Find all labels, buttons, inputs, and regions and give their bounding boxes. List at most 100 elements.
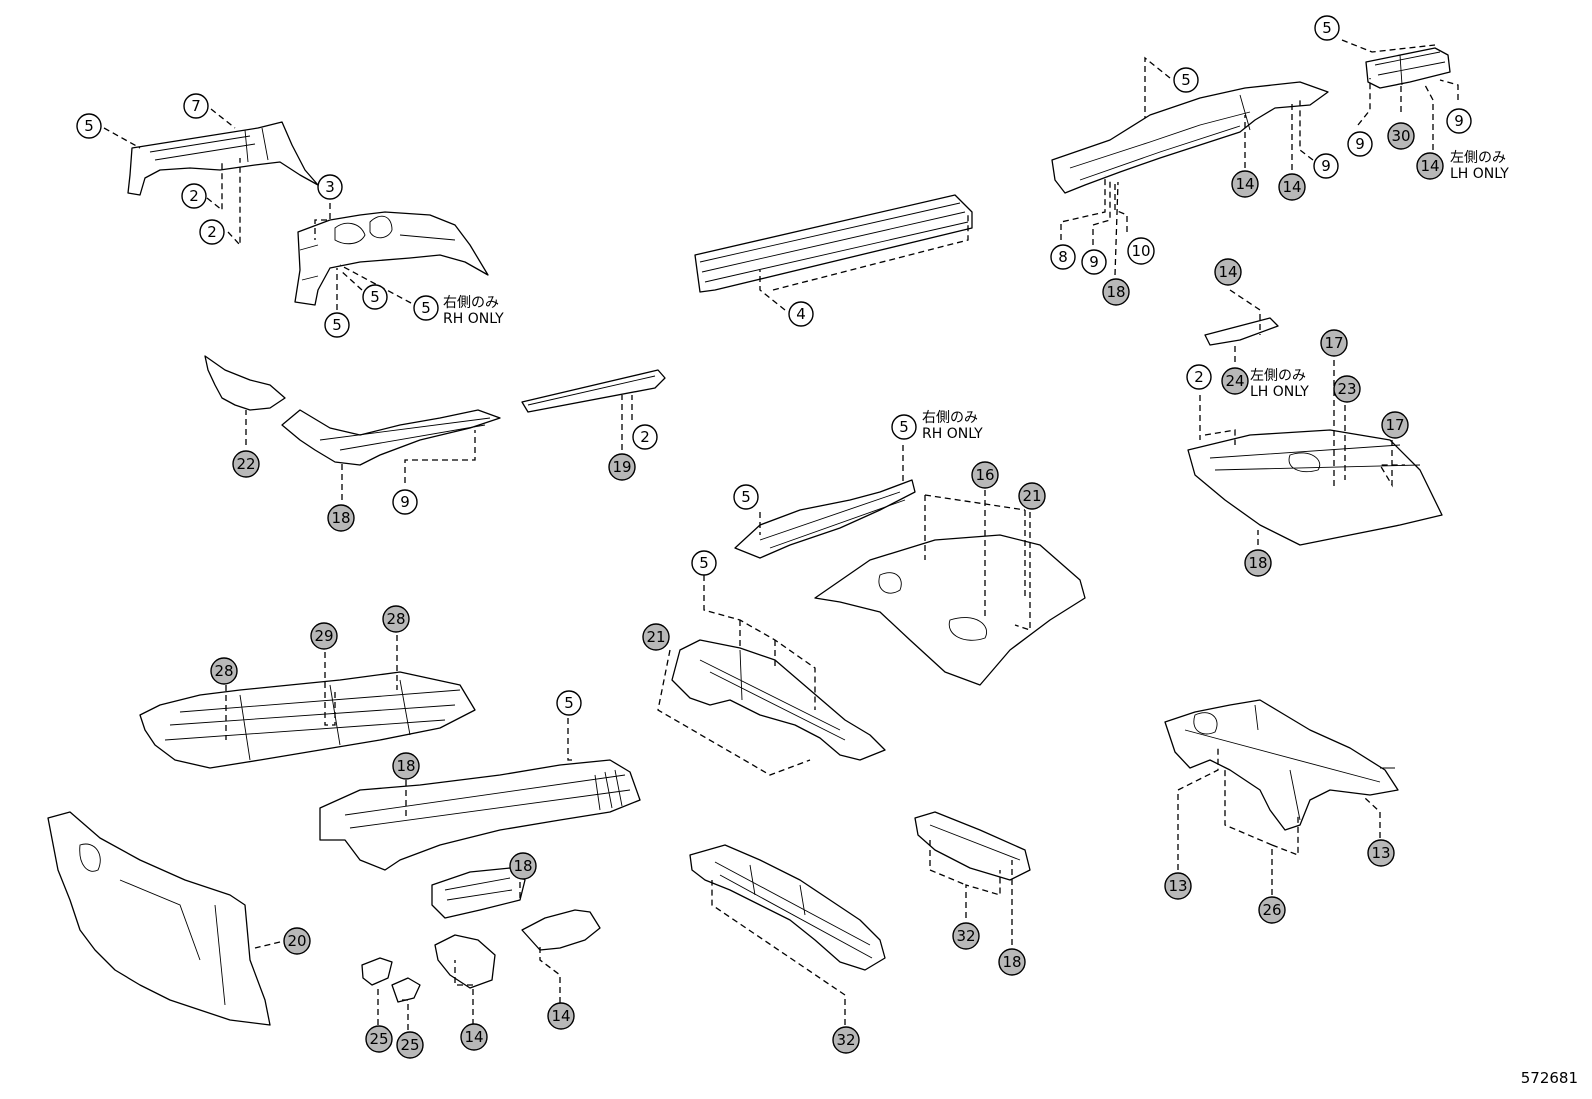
callout-20: 20 [283,927,311,955]
callout-circle [1347,131,1373,157]
part-center-floor-pan [139,671,476,769]
part-cowl-bracket [127,121,319,196]
callout-23: 23 [1333,375,1361,403]
callout-number: 2 [207,223,217,241]
callout-32: 32 [832,1026,860,1054]
callout-circle [1367,839,1395,867]
callout-number: 5 [421,299,431,317]
callout-number: 25 [369,1030,388,1048]
callout-circle [365,1025,393,1053]
callout-number: 20 [287,932,306,950]
callout-circle [556,690,582,716]
callout-number: 18 [513,857,532,875]
callout-number: 32 [956,927,975,945]
callout-14: 14 [460,1023,488,1051]
callout-25: 25 [365,1025,393,1053]
part-bracket-14a [521,909,601,951]
part-sill-extension [521,369,666,413]
callout-9: 9 [392,489,418,515]
callout-21: 21 [642,623,670,651]
callout-17: 17 [1381,411,1409,439]
callout-7: 7 [183,93,209,119]
part-floor-side-panel [204,355,286,411]
callout-number: 17 [1324,334,1343,352]
callout-13: 13 [1367,839,1395,867]
callout-2: 2 [199,219,225,245]
callout-30: 30 [1387,122,1415,150]
callout-2: 2 [632,424,658,450]
callout-3: 3 [317,174,343,200]
callout-circle [1314,15,1340,41]
callout-16: 16 [971,461,999,489]
callout-number: 5 [1181,71,1191,89]
part-bracket-14b [434,934,496,989]
callout-8: 8 [1050,244,1076,270]
callout-5: 5 [324,312,350,338]
callout-circle [1258,896,1286,924]
part-bracket-25a [361,957,393,986]
callout-number: 14 [551,1007,570,1025]
callout-circle [382,605,410,633]
callout-18: 18 [1244,549,1272,577]
callout-circle [1231,170,1259,198]
callout-17: 17 [1320,329,1348,357]
note-lh-only-1: 左側のみ LH ONLY [1450,150,1509,182]
callout-9: 9 [1347,131,1373,157]
callout-number: 4 [796,305,806,323]
callout-circle [283,927,311,955]
callout-circle [324,312,350,338]
note-rh-only-en: RH ONLY [443,311,504,327]
part-suspension-crossmember [1164,699,1399,831]
callout-circle [998,948,1026,976]
callout-number: 9 [1321,157,1331,175]
callout-circle [1446,108,1472,134]
callout-circle [733,484,759,510]
part-rear-floor-sill [281,409,501,466]
callout-number: 13 [1168,877,1187,895]
callout-number: 21 [646,628,665,646]
note-lh-only-2: 左側のみ LH ONLY [1250,368,1309,400]
callout-circle [327,504,355,532]
part-floor-reinforcement [734,479,916,559]
note-lh-only-jp: 左側のみ [1450,150,1506,166]
note-lh-only-en: LH ONLY [1450,166,1509,182]
part-small-brace [1204,317,1279,346]
callout-circle [396,1031,424,1059]
callout-number: 28 [386,610,405,628]
callout-28: 28 [210,657,238,685]
callout-circle [632,424,658,450]
part-rear-floor-pan [1187,429,1443,546]
callout-circle [1102,278,1130,306]
callout-24: 24 [1221,367,1249,395]
callout-number: 2 [640,428,650,446]
callout-number: 10 [1131,242,1150,260]
callout-number: 22 [236,455,255,473]
callout-circle [199,219,225,245]
callout-number: 5 [332,316,342,334]
callout-circle [608,453,636,481]
part-bracket-18 [431,867,526,919]
callout-18: 18 [998,948,1026,976]
callout-number: 9 [1355,135,1365,153]
callout-number: 18 [396,757,415,775]
callout-circle [788,301,814,327]
note-lh-only-en: LH ONLY [1250,384,1309,400]
callout-circle [392,489,418,515]
callout-number: 8 [1058,248,1068,266]
callout-number: 9 [400,493,410,511]
callout-number: 5 [1322,19,1332,37]
callout-number: 28 [214,662,233,680]
callout-number: 14 [1420,157,1439,175]
part-dash-crossmember [671,639,886,761]
callout-number: 18 [1248,554,1267,572]
note-rh-only-en: RH ONLY [922,426,983,442]
callout-circle [76,113,102,139]
callout-4: 4 [788,301,814,327]
callout-circle [181,183,207,209]
callout-9: 9 [1446,108,1472,134]
callout-number: 18 [331,509,350,527]
callout-number: 14 [464,1028,483,1046]
callout-22: 22 [232,450,260,478]
callout-18: 18 [392,752,420,780]
